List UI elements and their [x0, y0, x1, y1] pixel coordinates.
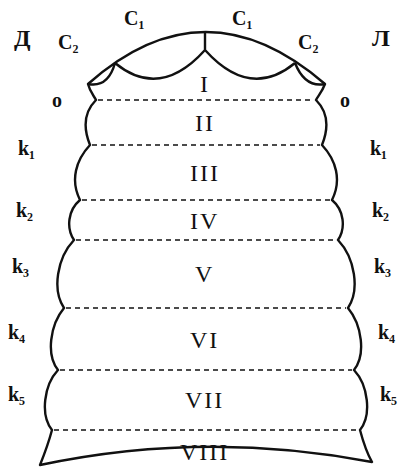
- part-label: k₃: [374, 256, 391, 276]
- part-label: Д: [14, 26, 31, 50]
- segment-number: IV: [190, 209, 219, 233]
- part-label: k₁: [18, 138, 35, 158]
- part-label: k₄: [8, 322, 25, 342]
- segment-number: V: [195, 262, 214, 286]
- segment-band: VIII: [180, 440, 229, 464]
- segment-band: VI: [190, 328, 219, 352]
- segment-number: VII: [185, 388, 224, 412]
- part-label: k₂: [16, 200, 33, 220]
- part-label: C₁: [232, 8, 252, 28]
- segment-number: III: [190, 161, 220, 185]
- part-label: o: [52, 90, 62, 110]
- segment-band: V: [195, 262, 214, 286]
- segment-number: II: [195, 111, 215, 135]
- segment-number: I: [200, 72, 210, 96]
- segment-band: II: [195, 111, 215, 135]
- part-label: Л: [372, 26, 390, 50]
- segment-number: VIII: [180, 440, 229, 464]
- part-label: k₁: [370, 138, 387, 158]
- part-label: o: [340, 90, 350, 110]
- part-label: C₂: [58, 32, 78, 52]
- part-label: k₃: [12, 256, 29, 276]
- segment-band: III: [190, 161, 220, 185]
- part-label: k₂: [372, 200, 389, 220]
- part-label: k₅: [8, 384, 25, 404]
- segment-boundary: [66, 307, 346, 309]
- segment-number: VI: [190, 328, 219, 352]
- part-label: C₂: [298, 32, 318, 52]
- segment-band: I: [200, 72, 210, 96]
- body-outline: [40, 32, 372, 465]
- part-label: C₁: [124, 8, 144, 28]
- segment-boundary: [82, 199, 330, 201]
- segment-boundary: [76, 239, 336, 241]
- segment-band: VII: [185, 388, 224, 412]
- segment-boundary: [98, 99, 314, 101]
- segment-band: IV: [190, 209, 219, 233]
- segment-boundary: [60, 369, 352, 371]
- segment-boundary: [92, 144, 320, 146]
- segment-boundary: [54, 429, 358, 431]
- part-label: k₄: [378, 322, 395, 342]
- part-label: k₅: [380, 384, 397, 404]
